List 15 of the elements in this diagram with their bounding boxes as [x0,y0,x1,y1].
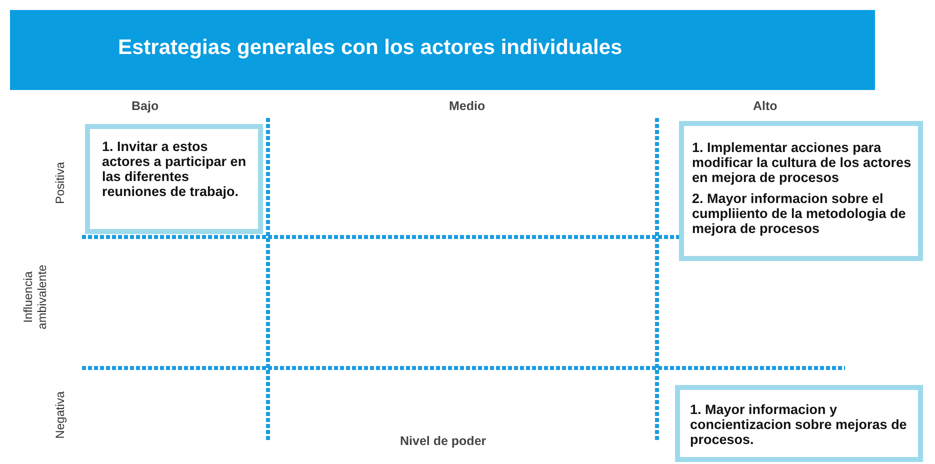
column-label: Bajo [132,99,159,113]
row-label: Negativa [53,390,67,441]
strategy-text: 1. Implementar acciones para modificar la cultura de los actores en mejora de procesos [692,140,912,185]
row-label: Positiva [53,160,67,206]
strategy-box [675,385,923,462]
strategy-box [85,124,263,234]
strategy-text: 1. Mayor informacion y concientizacion sobre mejoras de procesos. [690,402,908,447]
title: Estrategias generales con los actores individuales [118,36,622,60]
strategy-text: 1. Invitar a estos actores a participar en las diferentes reuniones de trabajo. [102,139,248,199]
strategy-text: 2. Mayor informacion sobre el cumpliiento de la metodologia de mejora de procesos [692,191,907,236]
axis-title: Nivel de poder [400,434,486,448]
strategy-box [679,121,923,261]
row-label: Influencia ambivalente [21,264,49,332]
column-label: Alto [753,99,778,113]
column-label: Medio [449,99,486,113]
